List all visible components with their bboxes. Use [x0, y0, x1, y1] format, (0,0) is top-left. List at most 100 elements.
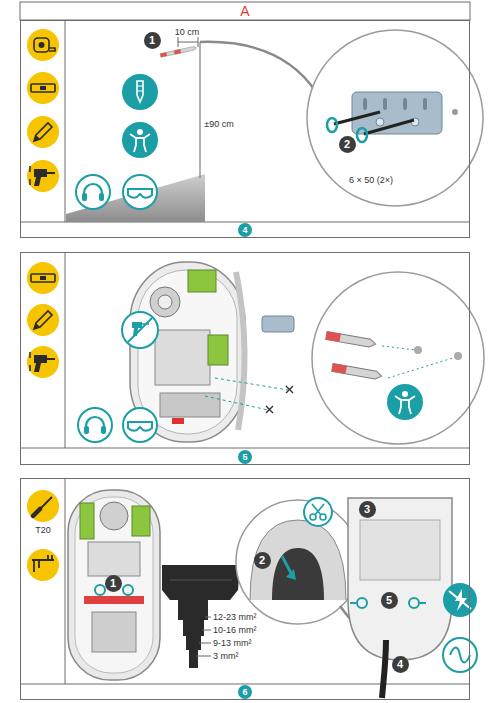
step-number: 5: [238, 450, 252, 464]
terminal: [172, 418, 184, 424]
grommet-hole: [272, 548, 324, 600]
circuit-board: [132, 506, 150, 536]
front-edge: [236, 272, 245, 430]
alignment-line: [205, 378, 288, 410]
push-arrowhead: [286, 569, 296, 580]
circuit-board: [188, 270, 216, 292]
no-drill-icon: [122, 312, 158, 348]
pencil-icon: [27, 116, 59, 148]
level-icon: [27, 262, 59, 294]
supply-cable: [382, 640, 386, 698]
wall-plug: [332, 364, 383, 381]
page-letter: A: [20, 3, 470, 19]
washer: [327, 118, 337, 132]
housing-inner: [75, 497, 153, 673]
callout-number: 4: [392, 656, 409, 673]
zoom-circle: [312, 272, 484, 444]
socket: [150, 287, 180, 317]
header-band: [20, 2, 470, 20]
plate-slots: [365, 100, 425, 108]
terminal-block: [92, 612, 136, 652]
callout-number: 1: [105, 575, 122, 592]
step-panel: 5: [20, 252, 470, 465]
caliper-icon: [27, 549, 59, 581]
screw: [364, 120, 414, 134]
screw-marker: [123, 585, 133, 595]
terminal-block: [160, 393, 220, 417]
callout-number: 2: [339, 136, 356, 153]
dimension-label: ±90 cm: [204, 120, 233, 129]
terminal-strip: [84, 596, 144, 604]
wall-plug-icon: [122, 74, 158, 110]
dimension-label: 9-13 mm²: [213, 639, 252, 648]
drill-mark: [266, 386, 293, 413]
pencil-icon: [27, 304, 59, 336]
zoom-leader: [200, 42, 316, 92]
callout-circle: 2: [339, 136, 356, 153]
step-number: 6: [238, 685, 252, 699]
wall-hole: [414, 346, 422, 354]
plate-hole: [376, 118, 384, 126]
insert-path: [382, 346, 456, 378]
goggles-icon: [123, 175, 157, 209]
level-icon: [27, 72, 59, 104]
wall-hole: [454, 352, 462, 360]
screwdriver-icon: [27, 490, 59, 522]
housing-inner: [138, 270, 237, 434]
dimension-label: 6 × 50 (2×): [349, 176, 393, 185]
screw: [334, 112, 380, 124]
drill-icon: [27, 346, 59, 378]
mounting-plate: [352, 92, 442, 134]
tool-size: T20: [35, 526, 51, 535]
goggles-icon: [123, 408, 157, 442]
circuit-board: [208, 335, 228, 365]
zoom-circle: [236, 500, 360, 624]
zoom-circle: [307, 30, 483, 206]
dimension-label: 3 mm²: [213, 652, 239, 661]
screw-marker: [409, 598, 419, 608]
socket-inner: [158, 295, 172, 309]
housing-bracket: [360, 520, 440, 580]
callout-number: 2: [254, 552, 271, 569]
callout-circle: 4: [392, 656, 409, 673]
callout-number: 3: [359, 501, 376, 518]
screw-marker: [95, 585, 105, 595]
contactor-box: [155, 330, 210, 385]
push-arrow: [282, 556, 292, 575]
callout-circle: 2: [254, 552, 271, 569]
size-leader: [196, 617, 211, 656]
callout-number: 1: [144, 32, 161, 49]
mounting-plate: [262, 316, 294, 332]
callout-number: 5: [381, 592, 398, 609]
socket: [100, 502, 128, 530]
callout-circle: 1: [144, 32, 161, 49]
charger-housing: [68, 490, 160, 680]
floor: [66, 174, 205, 222]
width-dimension-line: [178, 37, 198, 47]
contactor-box: [88, 542, 140, 576]
washer: [357, 128, 367, 142]
wall-hole: [452, 109, 458, 115]
tape-measure-icon: [27, 29, 59, 61]
scissors-icon: [304, 498, 332, 526]
power-off-icon: [443, 583, 477, 617]
person-icon: [122, 122, 158, 158]
ear-protection-icon: [78, 408, 112, 442]
dimension-label: 12-23 mm²: [213, 613, 257, 622]
screw-marker: [357, 598, 367, 608]
ac-supply-icon: [443, 638, 477, 672]
height-dimension-line: [200, 42, 201, 178]
person-icon: [387, 384, 423, 420]
wall-plug: [174, 46, 197, 54]
wall-plug: [326, 332, 377, 349]
housing-detail: [250, 520, 346, 600]
callout-circle: 5: [381, 592, 398, 609]
callout-circle: 3: [359, 501, 376, 518]
housing-base: [348, 498, 452, 660]
step-number: 4: [238, 223, 252, 237]
step-panel: 6 1 2 3 4 5: [20, 478, 470, 700]
ear-protection-icon: [76, 175, 110, 209]
